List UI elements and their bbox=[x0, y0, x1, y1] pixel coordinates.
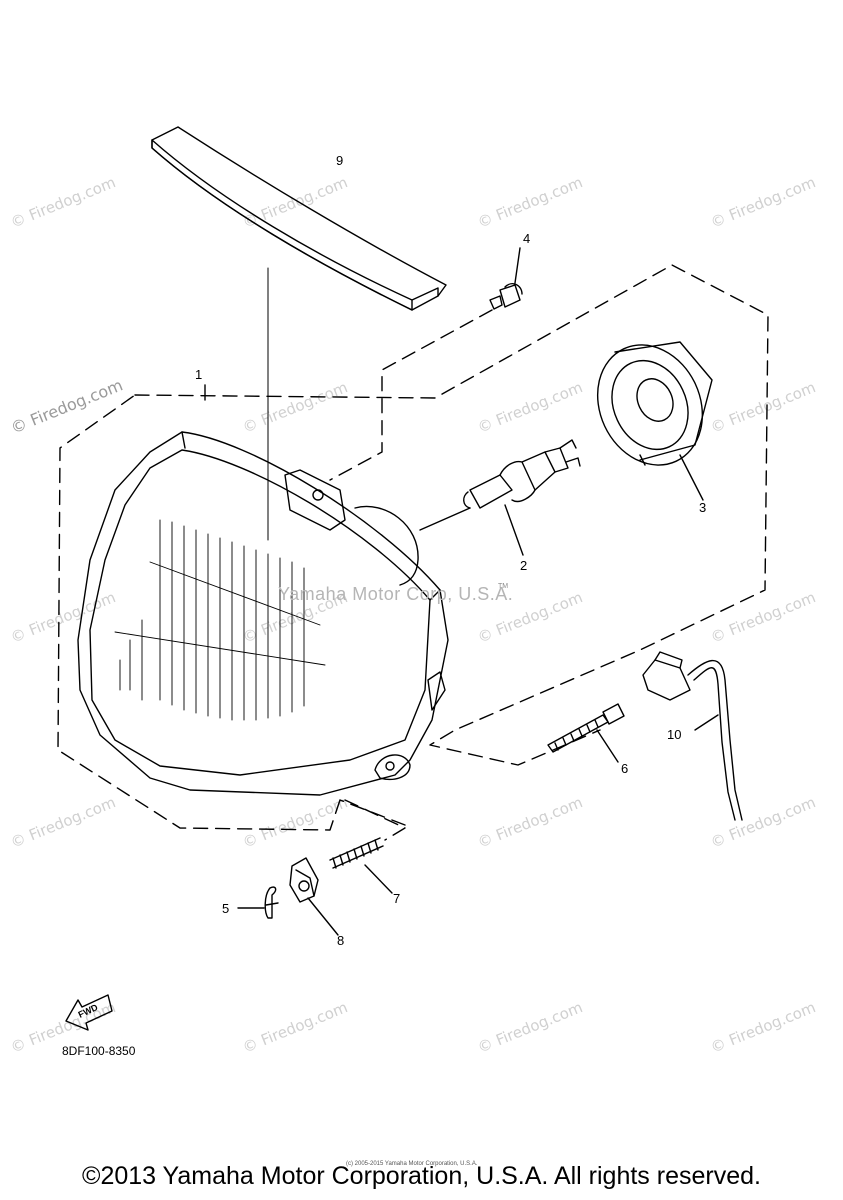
tm-mark: TM bbox=[498, 583, 508, 590]
fwd-arrow bbox=[65, 994, 113, 1031]
callout-2: 2 bbox=[520, 558, 527, 573]
leader-7 bbox=[364, 864, 393, 894]
dashed-line-7 bbox=[344, 799, 406, 841]
spring-part bbox=[329, 837, 384, 869]
bulb-cover-part bbox=[596, 341, 713, 466]
leader-2 bbox=[504, 504, 524, 556]
pin-part bbox=[264, 886, 279, 919]
bolt-part bbox=[547, 703, 625, 753]
visor-part bbox=[151, 126, 447, 311]
callout-10: 10 bbox=[667, 727, 681, 742]
callout-1: 1 bbox=[195, 367, 202, 382]
wire-connector-part bbox=[642, 651, 743, 821]
leader-8 bbox=[307, 897, 339, 936]
lens-pattern bbox=[114, 519, 326, 721]
watermark-trademark: Yamaha Motor Corp, U.S.A. bbox=[278, 584, 514, 604]
callout-9: 9 bbox=[336, 153, 343, 168]
headlight-housing bbox=[77, 431, 449, 796]
callout-8: 8 bbox=[337, 933, 344, 948]
callout-6: 6 bbox=[621, 761, 628, 776]
callout-4: 4 bbox=[523, 231, 530, 246]
leader-4 bbox=[514, 247, 521, 284]
bulb-part bbox=[463, 439, 581, 509]
footer-copyright: ©2013 Yamaha Motor Corporation, U.S.A. A… bbox=[82, 1162, 761, 1190]
dashed-line-4 bbox=[329, 309, 493, 481]
diagram-code: 8DF100-8350 bbox=[62, 1044, 136, 1058]
screw-part bbox=[489, 283, 523, 310]
callout-3: 3 bbox=[699, 500, 706, 515]
clip-nut-part bbox=[289, 857, 319, 903]
leader-10 bbox=[694, 714, 719, 731]
small-copyright: (c) 2005-2015 Yamaha Motor Corporation, … bbox=[346, 1161, 478, 1167]
callout-5: 5 bbox=[222, 901, 229, 916]
leader-3 bbox=[679, 454, 704, 501]
callout-7: 7 bbox=[393, 891, 400, 906]
leader-6 bbox=[596, 729, 619, 763]
line-bulb-to-housing bbox=[419, 507, 471, 531]
